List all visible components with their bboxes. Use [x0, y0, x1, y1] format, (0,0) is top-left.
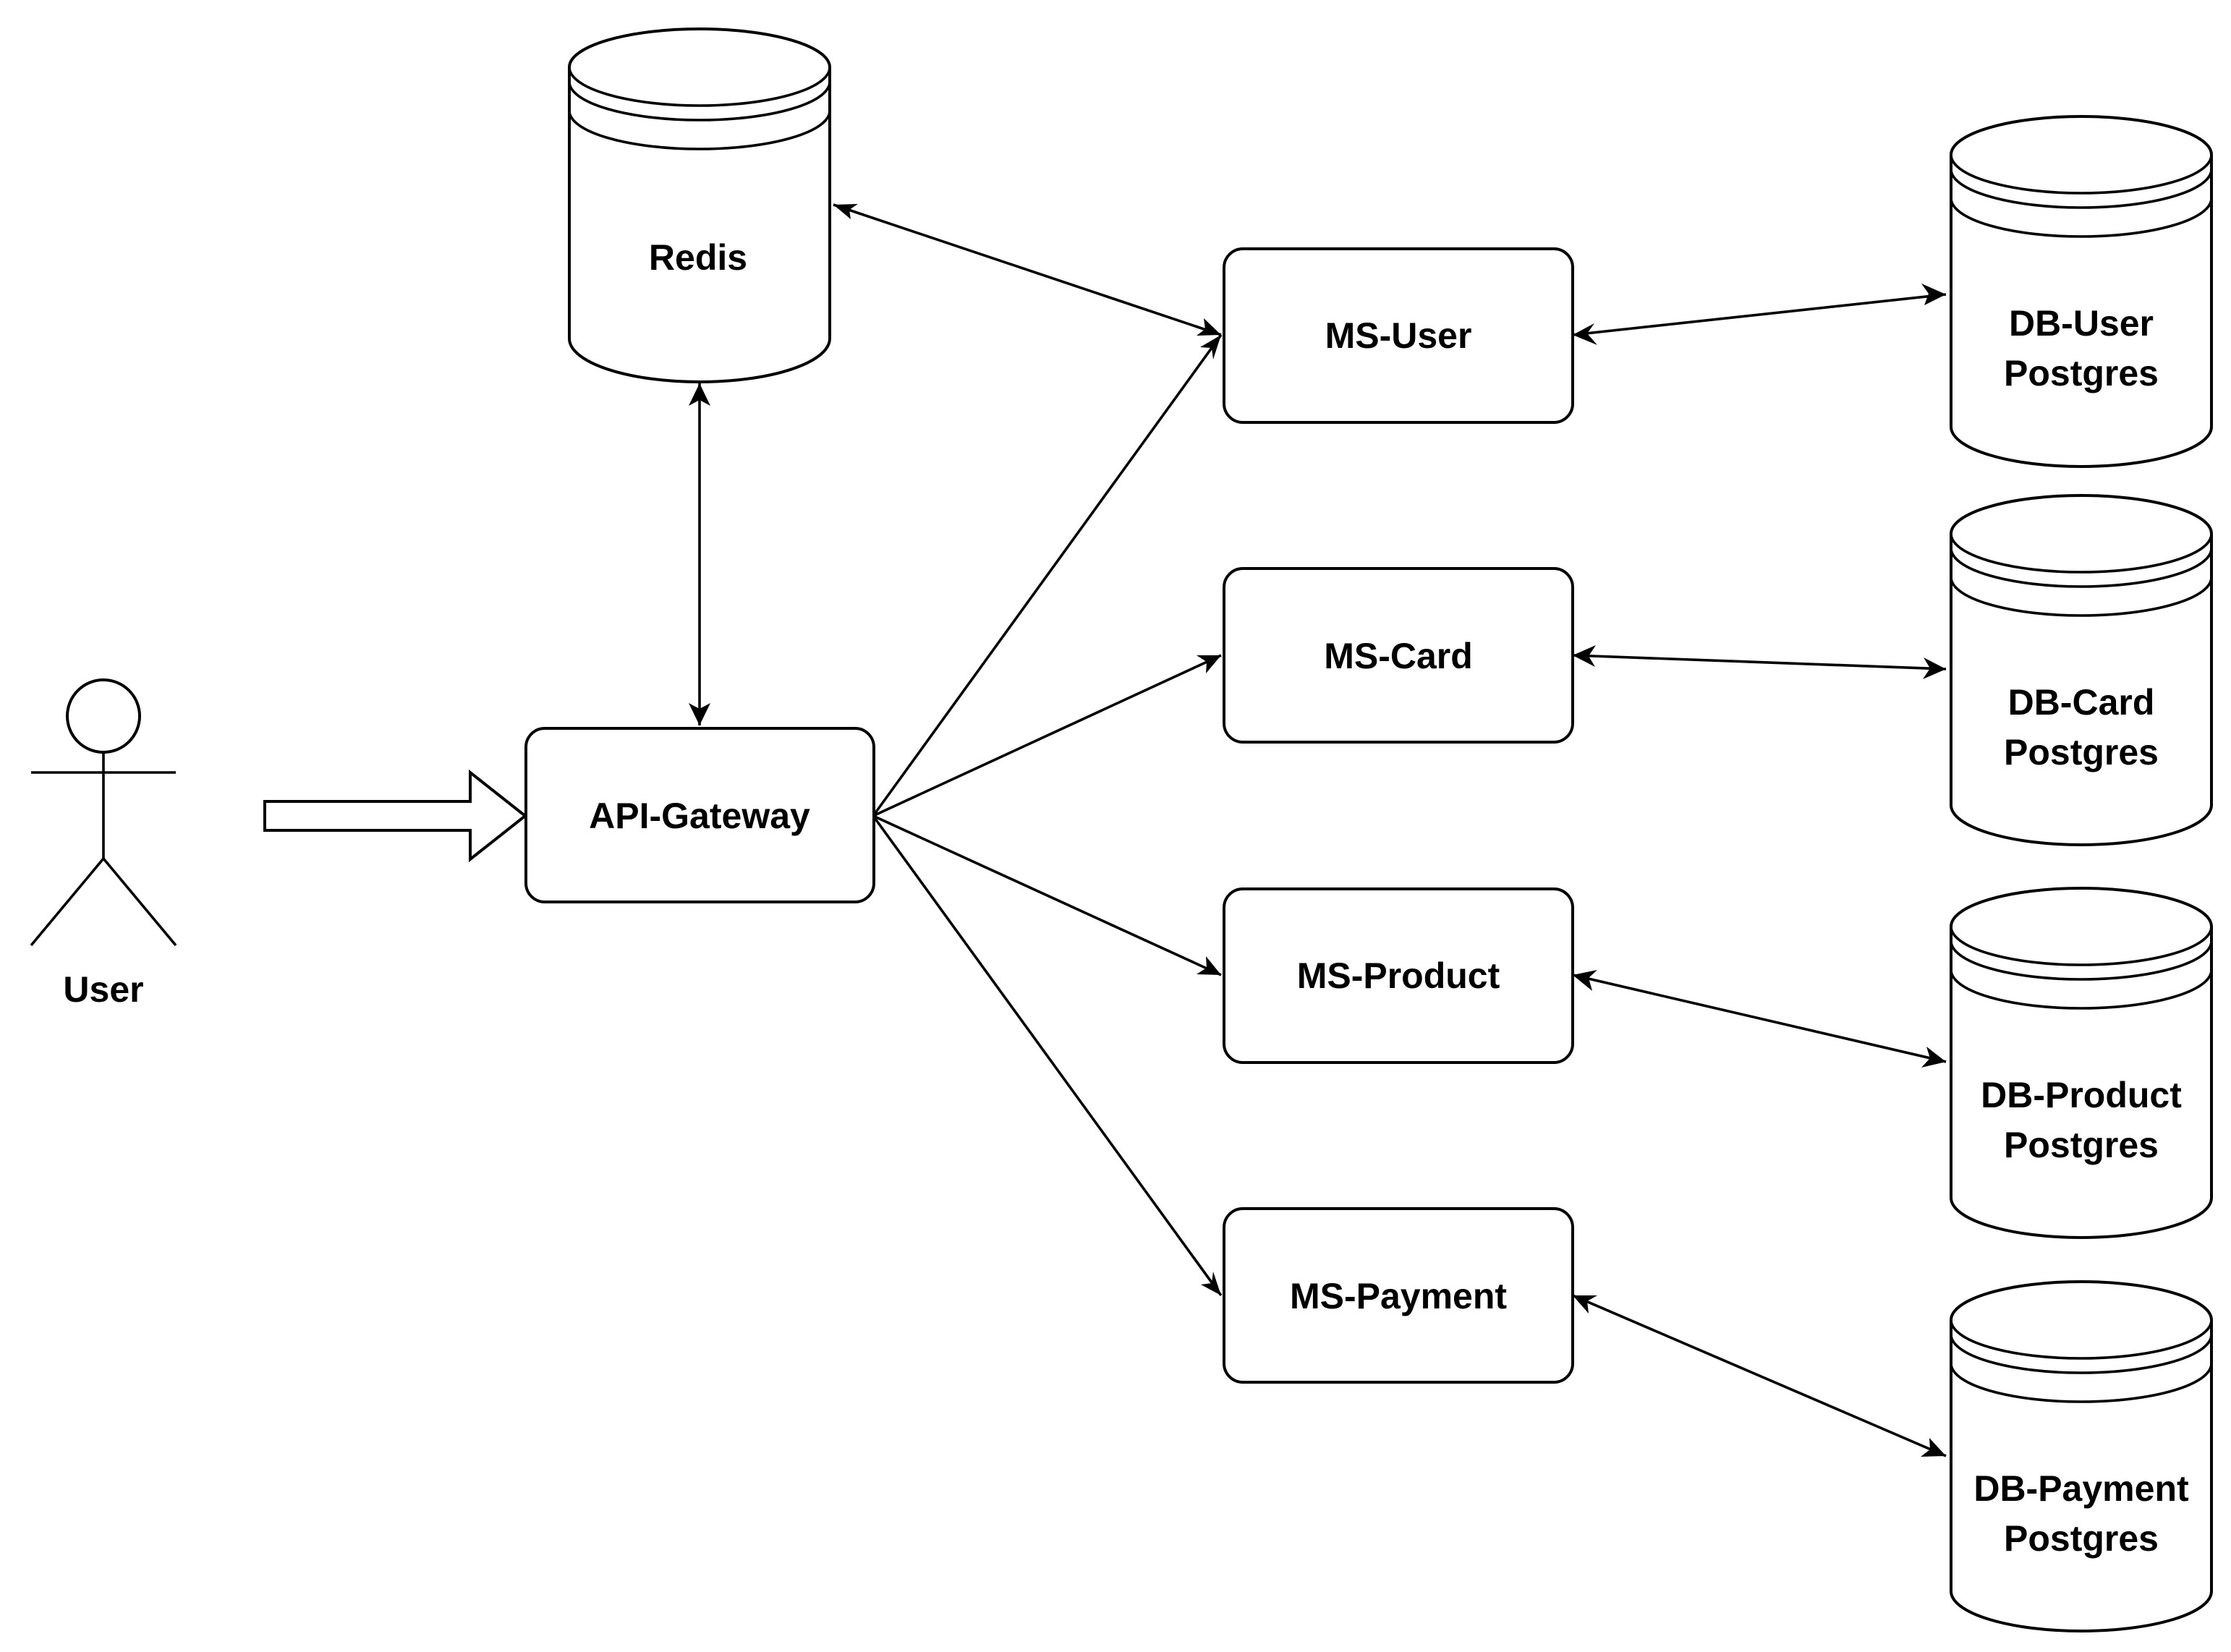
api-gateway-label: API-Gateway — [589, 796, 810, 836]
connectors — [689, 203, 1947, 1457]
ms-payment-label: MS-Payment — [1290, 1276, 1507, 1316]
connector-ms-payment-db-payment — [1572, 1294, 1947, 1457]
actor-left-leg-icon — [30, 857, 105, 947]
arrowhead-icon — [689, 703, 710, 725]
ms-product-node: MS-Product — [1223, 887, 1574, 1064]
redis-cylinder: Redis — [568, 27, 831, 383]
arrowhead-icon — [1197, 318, 1221, 336]
arrowhead-icon — [1573, 1295, 1597, 1313]
db-user-label-line2: Postgres — [2004, 353, 2159, 393]
connector-ms-card-db-card — [1572, 654, 1947, 670]
actor-label: User — [63, 969, 143, 1010]
connector-gateway-ms-payment — [872, 814, 1223, 1297]
db-payment-cylinder: DB-Payment Postgres — [1950, 1280, 2213, 1632]
arrowhead-icon — [689, 383, 710, 406]
ms-card-node: MS-Card — [1223, 567, 1574, 744]
arrowhead-icon — [1197, 655, 1221, 673]
db-product-label-line2: Postgres — [2004, 1125, 2159, 1165]
arrowhead-icon — [1923, 657, 1946, 679]
arrowhead-icon — [1197, 956, 1221, 975]
arrowhead-icon — [1573, 970, 1597, 991]
arrowhead-icon — [1200, 335, 1221, 359]
ms-card-label: MS-Card — [1324, 636, 1473, 676]
ms-product-label: MS-Product — [1297, 955, 1500, 996]
db-product-label-line1: DB-Product — [1981, 1075, 2182, 1115]
block-arrow-icon — [263, 769, 528, 863]
arrowhead-icon — [1201, 1272, 1221, 1295]
db-user-label-line1: DB-User — [2009, 303, 2154, 344]
arrowhead-icon — [1573, 645, 1596, 667]
db-payment-label-line2: Postgres — [2004, 1518, 2159, 1559]
connector-gateway-ms-product — [872, 814, 1222, 976]
api-gateway-node: API-Gateway — [524, 727, 875, 903]
db-card-label-line2: Postgres — [2004, 732, 2159, 772]
ms-payment-node: MS-Payment — [1223, 1207, 1574, 1384]
db-user-cylinder: DB-User Postgres — [1950, 115, 2213, 468]
arrowhead-icon — [1921, 1047, 1946, 1068]
arrowhead-icon — [1921, 284, 1946, 305]
connector-ms-user-db-user — [1572, 293, 1947, 336]
actor-right-leg-icon — [102, 857, 177, 947]
actor-head-icon — [66, 678, 141, 754]
ms-user-label: MS-User — [1325, 315, 1472, 356]
db-card-cylinder: DB-Card Postgres — [1950, 494, 2213, 846]
arrowhead-icon — [833, 204, 858, 219]
connector-gateway-ms-card — [872, 654, 1222, 817]
user-actor: User — [30, 678, 177, 1010]
arrowhead-icon — [1921, 1438, 1946, 1457]
db-product-cylinder: DB-Product Postgres — [1950, 887, 2213, 1239]
connector-redis-ms-user — [833, 203, 1222, 336]
connector-ms-product-db-product — [1572, 974, 1947, 1063]
db-payment-label-line1: DB-Payment — [1973, 1468, 2189, 1509]
connector-gateway-ms-user — [872, 333, 1223, 817]
ms-user-node: MS-User — [1223, 247, 1574, 424]
redis-label: Redis — [649, 237, 747, 278]
arrowhead-icon — [1573, 323, 1597, 345]
db-card-label-line1: DB-Card — [2008, 682, 2155, 723]
